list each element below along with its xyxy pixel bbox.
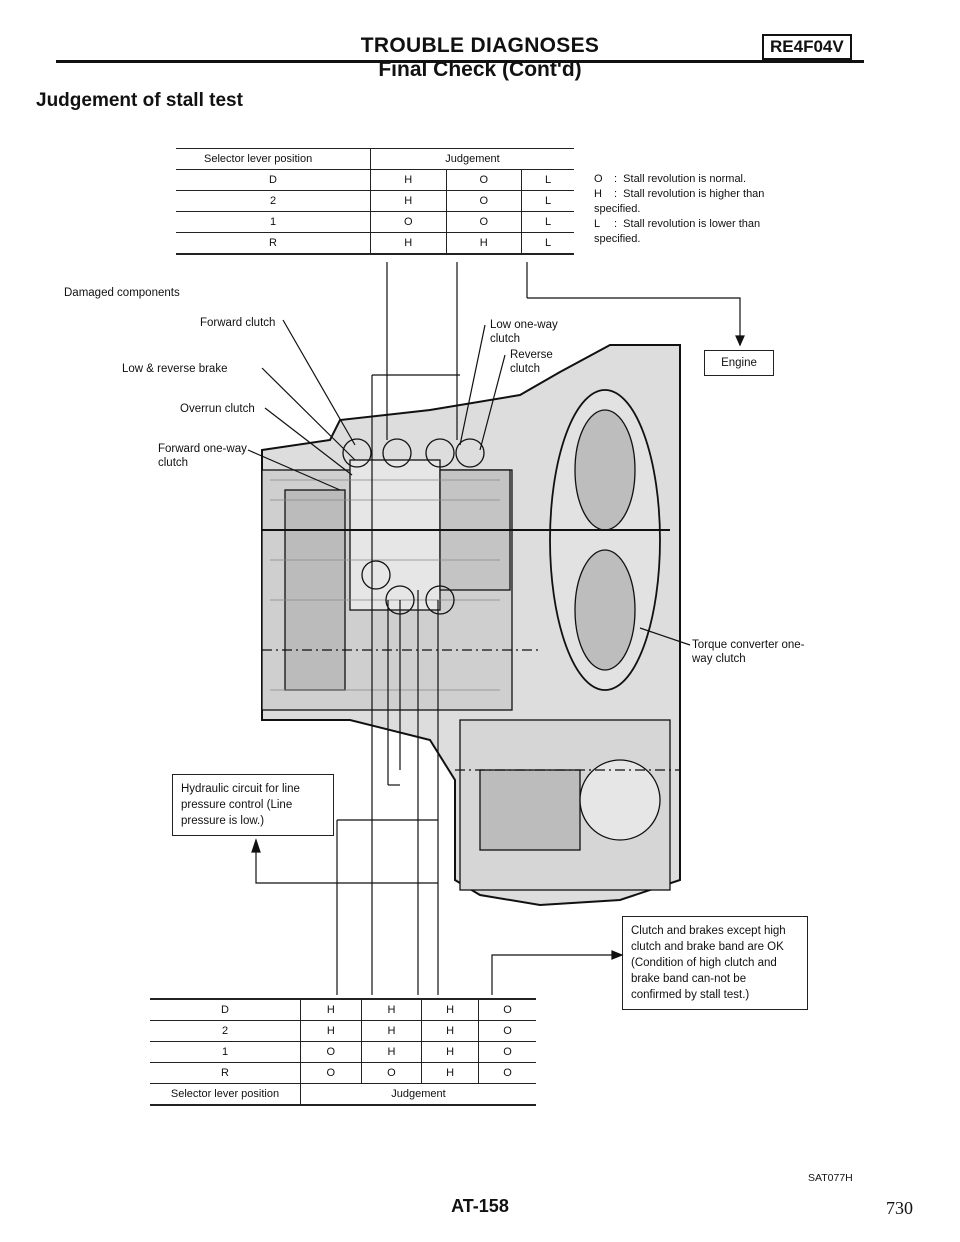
legend-item: O: Stall revolution is normal.: [594, 173, 747, 185]
page-header-title: TROUBLE DIAGNOSES: [360, 34, 600, 57]
top-col-header-left: Selector lever position: [176, 148, 371, 170]
top-judgement-table: Selector lever position Judgement D H O …: [176, 148, 574, 255]
table-row: 2 H H H O: [150, 1020, 536, 1042]
reverse-clutch-label: Reverse clutch: [510, 349, 553, 375]
top-col-header-right: Judgement: [370, 148, 574, 170]
clutch-brakes-ok-box: Clutch and brakes except high clutch and…: [622, 916, 808, 1010]
legend: O: Stall revolution is normal. H: Stall …: [594, 172, 794, 247]
damaged-components-label: Damaged components: [64, 287, 180, 299]
hydraulic-circuit-box: Hydraulic circuit for line pressure cont…: [172, 774, 334, 836]
low-reverse-brake-label: Low & reverse brake: [122, 363, 228, 375]
table-row: 1 O H H O: [150, 1041, 536, 1063]
table-row: D H O L: [176, 169, 574, 191]
table-row: R H H L: [176, 232, 574, 254]
table-row: R O O H O: [150, 1062, 536, 1084]
header-rule: [56, 60, 864, 63]
page-number: 730: [886, 1198, 913, 1218]
model-badge: RE4F04V: [762, 34, 852, 60]
section-title: Judgement of stall test: [36, 90, 243, 111]
bottom-col-footer-left: Selector lever position: [150, 1083, 301, 1105]
low-one-way-clutch-label: Low one-way clutch: [490, 319, 558, 345]
table-row: 1 O O L: [176, 211, 574, 233]
page-code: AT-158: [451, 1196, 509, 1216]
overrun-clutch-label: Overrun clutch: [180, 403, 255, 415]
torque-converter-label: Torque converter one-way clutch: [692, 639, 805, 665]
bottom-col-footer-right: Judgement: [300, 1083, 536, 1105]
forward-clutch-label: Forward clutch: [200, 317, 276, 329]
legend-item: H: Stall revolution is higher than speci…: [594, 188, 765, 215]
forward-one-way-clutch-label: Forward one-way clutch: [158, 443, 247, 469]
table-row: 2 H O L: [176, 190, 574, 212]
legend-item: L: Stall revolution is lower than specif…: [594, 218, 761, 245]
engine-box: Engine: [704, 350, 774, 376]
bottom-judgement-table: D H H H O 2 H H H O 1 O H H O R O O H O …: [150, 998, 536, 1106]
table-row: D H H H O: [150, 998, 536, 1021]
page-subtitle: Final Check (Cont'd): [378, 58, 582, 81]
figure-code: SAT077H: [808, 1172, 853, 1184]
